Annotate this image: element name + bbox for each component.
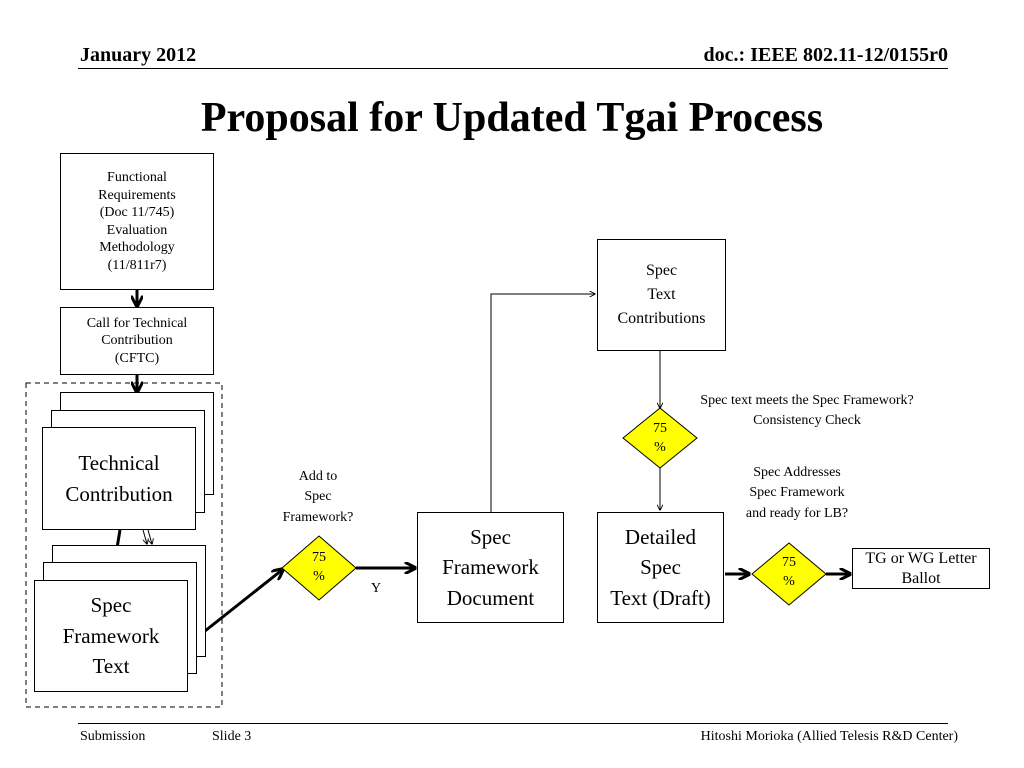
header-rule bbox=[78, 68, 948, 69]
box-line: Detailed bbox=[624, 524, 697, 549]
label-line: Consistency Check bbox=[753, 413, 861, 429]
box-line: Spec bbox=[470, 524, 511, 549]
footer-rule bbox=[78, 723, 948, 724]
functional-requirements-box: Functional Requirements (Doc 11/745) Eva… bbox=[60, 153, 214, 290]
decision-diamond-ready-for-lb bbox=[751, 542, 827, 606]
yes-label: Y bbox=[370, 581, 382, 596]
decision-diamond-consistency-check bbox=[622, 407, 698, 469]
box-line: Contribution bbox=[65, 481, 173, 506]
box-line: TG or WG Letter bbox=[865, 550, 977, 568]
decision-line: 75 bbox=[312, 550, 326, 565]
consistency-check-label: Spec text meets the Spec Framework? Cons… bbox=[668, 391, 946, 432]
detailed-spec-text-box: Detailed Spec Text (Draft) bbox=[597, 512, 724, 623]
decision-line: % bbox=[654, 439, 666, 455]
spec-framework-document-box: Spec Framework Document bbox=[417, 512, 564, 623]
box-line: Text bbox=[647, 286, 676, 303]
box-line: Call for Technical bbox=[86, 315, 188, 331]
decision-line: % bbox=[313, 568, 325, 584]
box-line: Functional bbox=[107, 170, 167, 185]
decision-line: 75 bbox=[782, 555, 796, 570]
arrow-framework-text-to-decision bbox=[204, 570, 282, 633]
box-line: Spec bbox=[640, 555, 681, 580]
box-line: Technical bbox=[78, 451, 160, 476]
box-line: Methodology bbox=[99, 240, 175, 255]
decision-ready-for-lb-text: 75 % bbox=[769, 554, 809, 592]
box-line: Spec bbox=[645, 262, 678, 279]
label-line: Spec text meets the Spec Framework? bbox=[700, 393, 914, 408]
box-line: (Doc 11/745) bbox=[99, 205, 175, 220]
footer-author: Hitoshi Morioka (Allied Telesis R&D Cent… bbox=[700, 729, 958, 744]
label-line: Add to bbox=[298, 469, 338, 484]
arrow-framework-document-to-text-contributions bbox=[490, 294, 595, 512]
decision-line: 75 bbox=[653, 421, 667, 436]
footer-submission: Submission bbox=[80, 729, 146, 744]
box-line: (11/811r7) bbox=[107, 257, 167, 273]
box-line: Contribution bbox=[101, 333, 173, 349]
label-line: Spec Addresses bbox=[753, 465, 841, 480]
label-line: and ready for LB? bbox=[745, 505, 849, 521]
add-to-framework-label: Add to Spec Framework? bbox=[268, 467, 368, 528]
box-line: Framework bbox=[62, 623, 160, 648]
header-doc-number: doc.: IEEE 802.11-12/0155r0 bbox=[703, 44, 948, 66]
slide-title: Proposal for Updated Tgai Process bbox=[200, 95, 824, 141]
letter-ballot-box: TG or WG Letter Ballot bbox=[852, 548, 990, 589]
box-line: (CFTC) bbox=[114, 350, 160, 366]
arrow-thin-stack-2 bbox=[147, 529, 152, 544]
spec-framework-text-box: Spec Framework Text bbox=[34, 580, 188, 692]
ready-for-lb-label: Spec Addresses Spec Framework and ready … bbox=[727, 463, 867, 524]
box-line: Document bbox=[446, 585, 535, 610]
box-line: Text bbox=[92, 654, 130, 679]
decision-diamond-add-to-framework bbox=[281, 535, 357, 601]
box-line: Requirements bbox=[98, 187, 176, 203]
header-date: January 2012 bbox=[80, 44, 197, 66]
decision-add-to-framework-text: 75 % bbox=[299, 549, 339, 587]
spec-text-contributions-box: Spec Text Contributions bbox=[597, 239, 726, 351]
box-line: Framework bbox=[442, 555, 539, 580]
box-line: Contributions bbox=[617, 310, 706, 327]
contribution-group-border bbox=[25, 382, 223, 708]
decision-consistency-check-text: 75 % bbox=[640, 420, 680, 458]
box-line: Evaluation bbox=[106, 222, 168, 238]
box-line: Spec bbox=[90, 593, 132, 618]
label-line: Spec Framework bbox=[749, 485, 845, 501]
decision-line: % bbox=[783, 573, 795, 589]
label-line: Spec bbox=[304, 489, 332, 505]
box-line: Text (Draft) bbox=[610, 585, 711, 610]
box-line: Ballot bbox=[901, 569, 941, 587]
cftc-box: Call for Technical Contribution (CFTC) bbox=[60, 307, 214, 375]
technical-contribution-box: Technical Contribution bbox=[42, 427, 196, 530]
arrow-thin-stack-1 bbox=[142, 529, 147, 544]
footer-slide-number: Slide 3 bbox=[212, 729, 252, 744]
label-line: Framework? bbox=[282, 509, 354, 525]
